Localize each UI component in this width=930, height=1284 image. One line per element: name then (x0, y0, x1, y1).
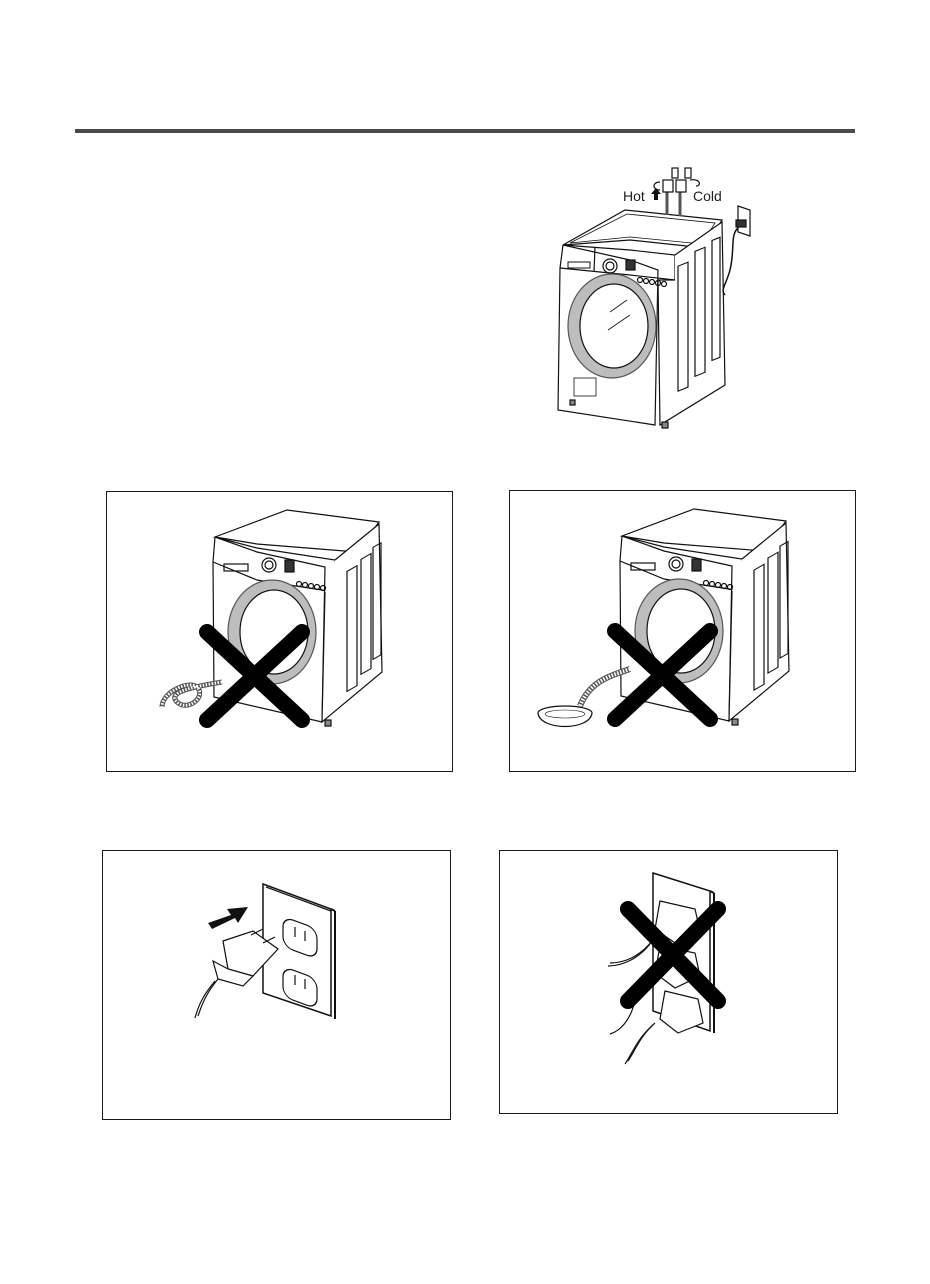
washing-machine-icon (159, 509, 383, 728)
power-cord-icon (722, 227, 739, 296)
power-plug-icon (624, 990, 704, 1065)
washing-machine-icon (557, 167, 751, 429)
arrow-up-icon (651, 188, 661, 200)
power-outlet-icon (607, 871, 726, 1065)
washing-machine-icon (537, 508, 790, 728)
panel-drain-hose-floor (106, 491, 453, 772)
panel-multiple-plugs (499, 850, 838, 1114)
power-plug-icon (194, 928, 279, 1019)
panel-drain-hose-basin (509, 490, 856, 772)
power-outlet-icon (194, 882, 336, 1019)
cold-label: Cold (693, 188, 722, 204)
power-outlet-icon (735, 205, 751, 237)
hot-label: Hot (623, 188, 645, 204)
water-tap-icon (653, 167, 700, 193)
basin-icon (537, 705, 593, 728)
prohibited-x-icon (607, 623, 718, 727)
arrow-right-icon (208, 907, 248, 929)
prohibited-x-icon (199, 624, 310, 728)
panel-plug-in-single (102, 850, 451, 1120)
hero-washer-figure: Hot Cold (530, 150, 770, 440)
header-rule (75, 129, 855, 133)
prohibited-x-icon (620, 901, 726, 1009)
